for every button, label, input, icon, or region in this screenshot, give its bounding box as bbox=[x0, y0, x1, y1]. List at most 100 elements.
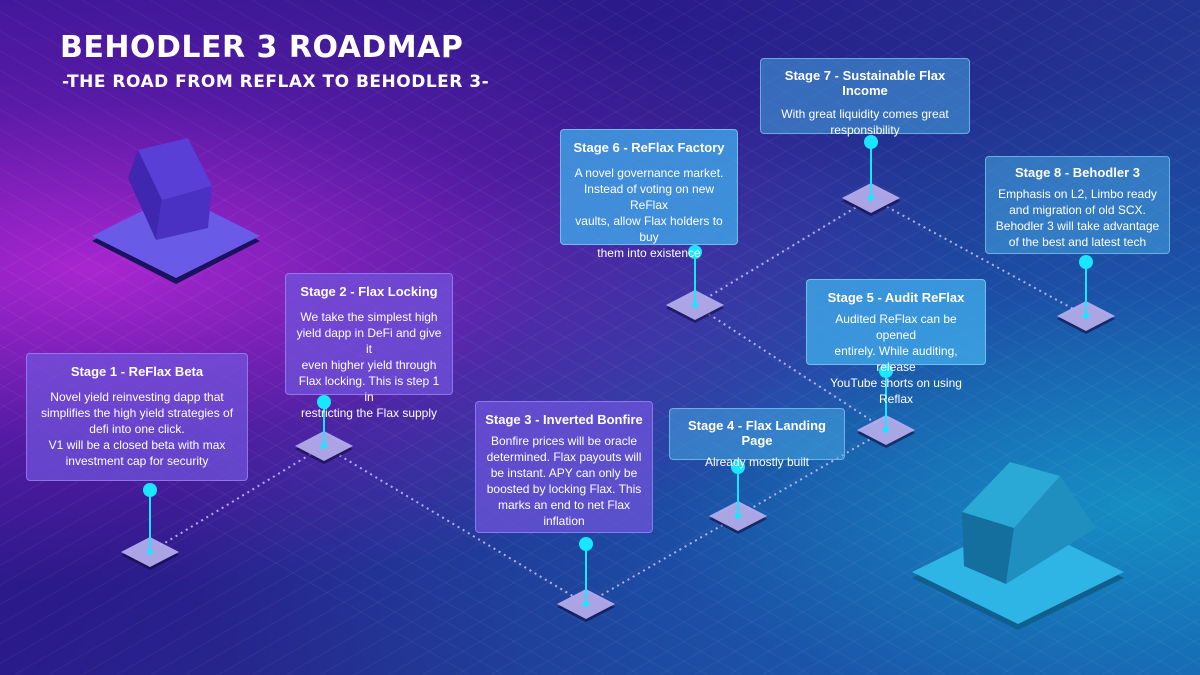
grid-line bbox=[0, 0, 539, 311]
path-segment bbox=[870, 197, 1087, 317]
stage-1-line: defi into one click. bbox=[89, 422, 185, 436]
stage-1-line: investment cap for security bbox=[65, 454, 209, 468]
grid-line bbox=[455, 0, 1200, 430]
stage-2-pin-base bbox=[321, 443, 327, 449]
grid-line bbox=[999, 0, 1200, 116]
grid-line bbox=[0, 0, 742, 675]
grid-line bbox=[0, 0, 776, 675]
grid-line bbox=[0, 364, 539, 675]
stage-2-card: Stage 2 - Flax Locking We take the simpl… bbox=[285, 273, 453, 420]
roadmap-pins bbox=[143, 135, 1093, 607]
stage-2-line: yield dapp in DeFi and give it bbox=[296, 326, 442, 356]
stage-8-description: Emphasis on L2, Limbo ready and migratio… bbox=[994, 186, 1161, 250]
grid-line bbox=[0, 0, 505, 292]
stage-8-title: Stage 8 - Behodler 3 bbox=[1015, 165, 1140, 180]
stage-6-line: Instead of voting on new ReFlax bbox=[583, 182, 715, 212]
stage-7-card: Stage 7 - Sustainable Flax Income With g… bbox=[760, 58, 970, 137]
stage-3-line: determined. Flax payouts will bbox=[486, 450, 642, 464]
stage-1-card: Stage 1 - ReFlax Beta Novel yield reinve… bbox=[26, 353, 248, 481]
grid-line bbox=[931, 0, 1200, 156]
stage-8-line: Behodler 3 will take advantage bbox=[995, 219, 1160, 233]
stage-2-pin-dot bbox=[317, 395, 331, 409]
grid-line bbox=[455, 245, 1200, 675]
stage-4-title: Stage 4 - Flax Landing Page bbox=[688, 418, 826, 448]
grid-line bbox=[897, 0, 1200, 175]
grid-line bbox=[217, 107, 1200, 675]
stage-5-pin-dot bbox=[879, 364, 893, 378]
stage-4-description: Already mostly built bbox=[678, 454, 836, 470]
page-subtitle: -THE ROAD FROM REFLAX TO BEHODLER 3- bbox=[62, 72, 490, 92]
grid-line bbox=[0, 0, 606, 675]
stage-5-line: Audited ReFlax can be opened bbox=[835, 312, 957, 342]
grid-line bbox=[47, 9, 1200, 675]
stage-6-line: them into existence bbox=[597, 246, 701, 260]
cube-purple-front bbox=[138, 138, 212, 200]
stage-7-description: With great liquidity comes great respons… bbox=[769, 106, 961, 138]
stage-1-title: Stage 1 - ReFlax Beta bbox=[70, 364, 204, 379]
stage-7-line: responsibility bbox=[830, 123, 900, 137]
grid-line bbox=[149, 0, 1200, 607]
grid-line bbox=[0, 403, 471, 675]
grid-line bbox=[421, 0, 1200, 450]
stage-8-pin-dot bbox=[1079, 255, 1093, 269]
grid-line bbox=[0, 0, 606, 675]
grid-line bbox=[149, 68, 1200, 675]
grid-line bbox=[0, 0, 1116, 675]
stage-5-line: YouTube shorts on using Reflax bbox=[830, 376, 962, 406]
stage-6-card: Stage 6 - ReFlax Factory A novel governa… bbox=[560, 129, 738, 260]
stage-8-line: of the best and latest tech bbox=[1008, 235, 1147, 249]
grid-line bbox=[0, 0, 708, 675]
path-segment bbox=[694, 304, 887, 431]
grid-line bbox=[0, 0, 1048, 675]
stage-2-line: We take the simplest high bbox=[300, 310, 438, 324]
stage-1-pin-base bbox=[147, 549, 153, 555]
grid-line bbox=[999, 559, 1200, 675]
cube-purple-side bbox=[128, 150, 162, 240]
stage-2-title: Stage 2 - Flax Locking bbox=[300, 284, 438, 299]
stage-6-pin-dot bbox=[688, 245, 702, 259]
platform-left bbox=[92, 194, 260, 278]
grid-line bbox=[727, 402, 1200, 675]
stage-3-card: Stage 3 - Inverted Bonfire Bonfire price… bbox=[475, 401, 653, 533]
grid-line bbox=[795, 0, 1200, 234]
stage-4-line: Already mostly built bbox=[704, 455, 810, 469]
stage-4-pin-base bbox=[735, 513, 741, 519]
grid-line bbox=[0, 0, 573, 331]
stage-1-line: Novel yield reinvesting dapp that bbox=[50, 390, 224, 404]
path-segment bbox=[737, 429, 887, 517]
stage-3-line: inflation bbox=[543, 514, 585, 528]
grid-line bbox=[863, 0, 1200, 195]
stage-5-card: Stage 5 - Audit ReFlax Audited ReFlax ca… bbox=[806, 279, 986, 406]
roadmap-paths bbox=[149, 197, 1087, 605]
stage-3-pin-dot bbox=[579, 537, 593, 551]
grid-line bbox=[0, 0, 674, 675]
stage-3-line: marks an end to net Flax bbox=[497, 498, 631, 512]
grid-line bbox=[829, 0, 1200, 215]
path-segment bbox=[149, 445, 325, 553]
grid-line bbox=[965, 539, 1200, 675]
path-segment bbox=[694, 197, 872, 306]
stage-5-description: Audited ReFlax can be opened entirely. W… bbox=[815, 311, 977, 407]
grid-line bbox=[523, 0, 1200, 391]
stage-2-line: even higher yield through bbox=[301, 358, 437, 372]
grid-line bbox=[0, 0, 742, 675]
grid-line bbox=[0, 0, 640, 675]
grid-line bbox=[557, 0, 1200, 371]
grid-line bbox=[965, 0, 1200, 136]
stage-3-line: Bonfire prices will be oracle bbox=[490, 434, 638, 448]
grid-line bbox=[0, 0, 640, 675]
grid-line bbox=[489, 264, 1200, 675]
stage-7-title: Stage 7 - Sustainable Flax Income bbox=[784, 68, 946, 98]
grid-line bbox=[557, 304, 1200, 675]
grid-line bbox=[0, 344, 573, 675]
stage-6-line: A novel governance market. bbox=[574, 166, 724, 180]
stage-1-line: V1 will be a closed beta with max bbox=[48, 438, 226, 452]
stage-3-line: be instant. APY can only be bbox=[490, 466, 638, 480]
stage-8-line: Emphasis on L2, Limbo ready bbox=[998, 187, 1157, 201]
grid-line bbox=[591, 323, 1200, 675]
grid-line bbox=[183, 0, 1200, 587]
stage-3-line: boosted by locking Flax. This bbox=[486, 482, 642, 496]
decor-layer bbox=[92, 138, 1124, 630]
grid-line bbox=[217, 0, 1200, 568]
